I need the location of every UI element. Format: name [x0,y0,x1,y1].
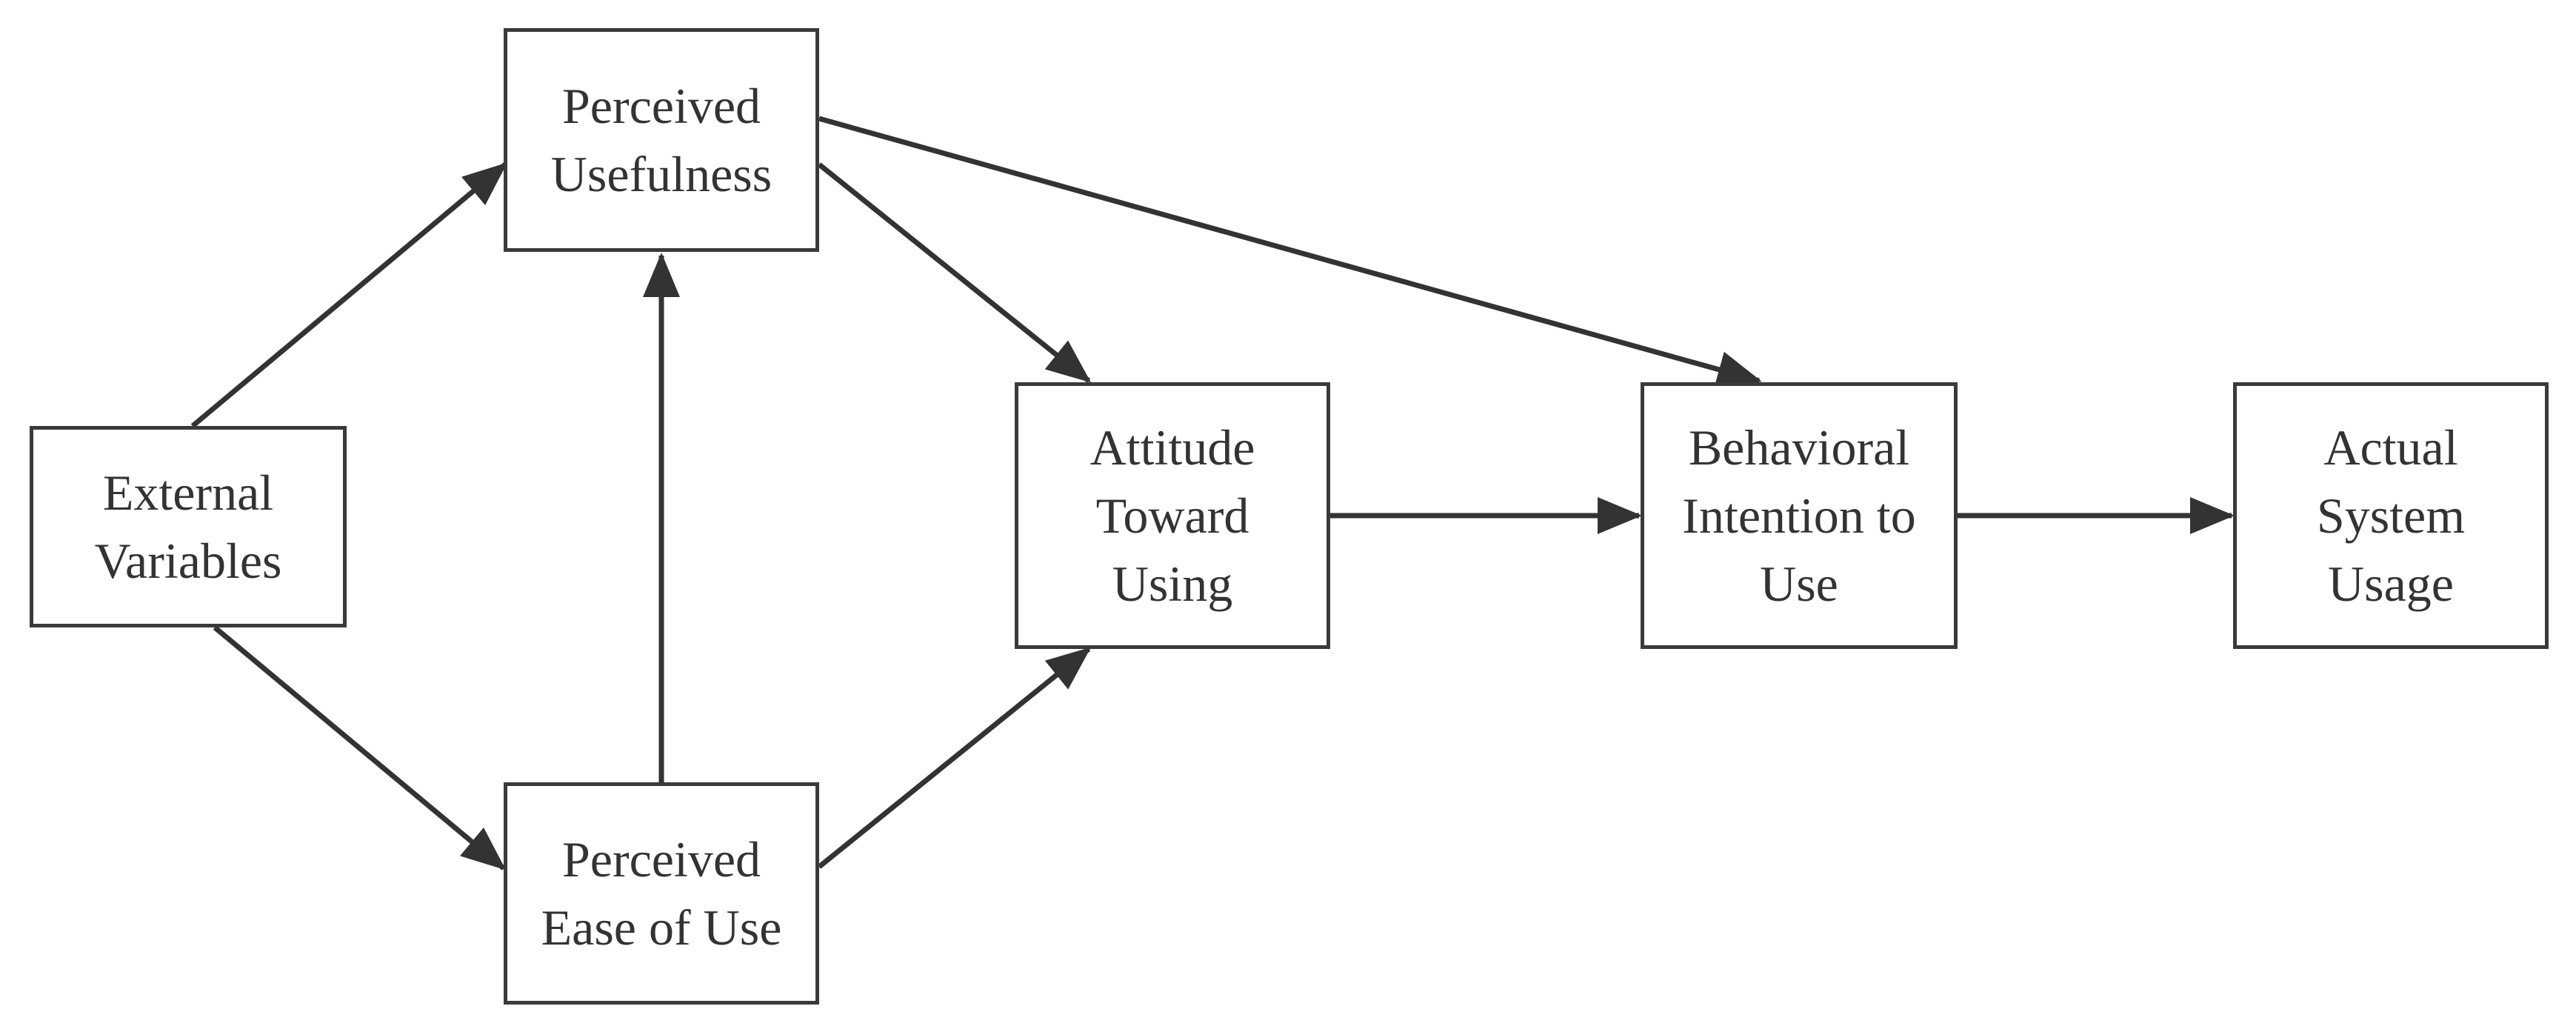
behavioral-intention-box: Behavioral Intention to Use [1641,382,1958,649]
edge-layer [190,116,2235,870]
behavioral-intention-label: Behavioral Intention to Use [1682,419,1916,612]
arrow-external-variables-to-perceived-usefulness [190,162,508,428]
external-variables-label: External Variables [94,464,282,589]
actual-system-usage-box: Actual System Usage [2233,382,2549,649]
arrow-perceived-usefulness-to-behavioral-intention [818,116,1762,388]
attitude-toward-using-box: Attitude Toward Using [1015,382,1330,649]
external-variables-box: External Variables [30,426,347,627]
perceived-ease-of-use-box: Perceived Ease of Use [504,782,819,1005]
arrow-external-variables-to-perceived-ease-of-use [213,625,507,870]
perceived-usefulness-label: Perceived Usefulness [550,78,773,202]
actual-system-usage-label: Actual System Usage [2316,419,2466,612]
perceived-usefulness-box: Perceived Usefulness [504,28,819,252]
perceived-ease-of-use-label: Perceived Ease of Use [541,831,782,956]
arrow-perceived-usefulness-to-attitude-toward-using [817,162,1092,383]
arrow-perceived-ease-of-use-to-attitude-toward-using [817,647,1092,869]
attitude-toward-using-label: Attitude Toward Using [1090,419,1255,612]
